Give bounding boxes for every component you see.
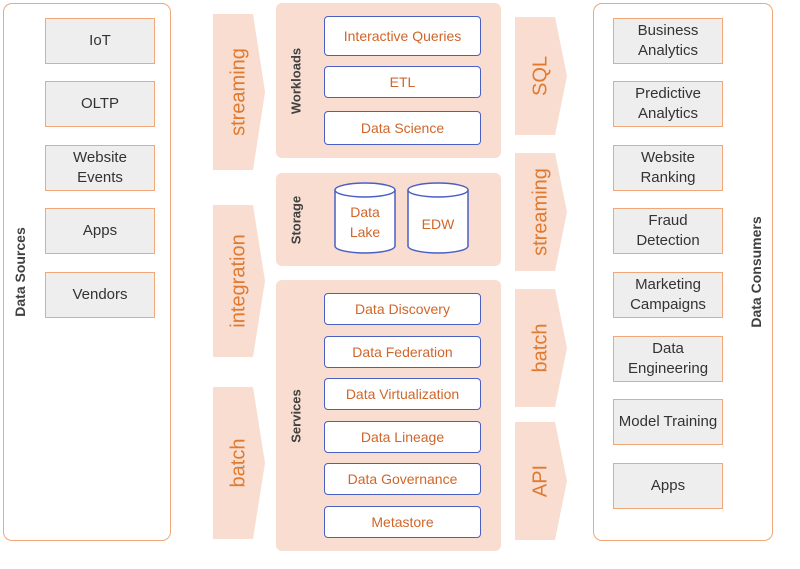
arrow-shape [515, 17, 567, 135]
storage-label: Storage [288, 195, 304, 244]
output-label-batch: batch [529, 323, 552, 373]
output-arrow-batch: batch [515, 289, 567, 407]
storage-data-lake: Data Lake [334, 182, 396, 254]
consumer-predictive-analytics: Predictive Analytics [613, 81, 723, 127]
service-data-federation: Data Federation [324, 336, 481, 368]
storage-section: Storage Data Lake EDW [276, 173, 501, 266]
service-metastore: Metastore [324, 506, 481, 538]
source-apps: Apps [45, 208, 155, 254]
ingest-arrow-batch: batch [213, 387, 265, 539]
output-label-sql: SQL [529, 55, 552, 97]
arrow-shape [515, 422, 567, 540]
data-sources-title: Data Sources [12, 227, 28, 317]
workload-data-science: Data Science [324, 111, 481, 145]
database-cylinder-icon [334, 182, 396, 254]
output-label-api: API [529, 464, 552, 498]
storage-data-lake-label: Data Lake [349, 204, 381, 240]
ingest-label-batch: batch [227, 438, 250, 488]
service-data-lineage: Data Lineage [324, 421, 481, 453]
service-data-virtualization: Data Virtualization [324, 378, 481, 410]
ingest-label-streaming: streaming [227, 48, 250, 136]
data-consumers-title: Data Consumers [748, 216, 764, 328]
source-iot: IoT [45, 18, 155, 64]
workloads-label: Workloads [288, 47, 304, 114]
arrow-shape [515, 153, 567, 271]
source-vendors: Vendors [45, 272, 155, 318]
services-label: Services [288, 388, 304, 443]
ingest-arrow-integration: integration [213, 205, 265, 357]
arrow-shape [213, 387, 265, 539]
arrow-shape [515, 289, 567, 407]
ingest-label-integration: integration [227, 234, 250, 328]
service-data-governance: Data Governance [324, 463, 481, 495]
storage-edw: EDW [407, 182, 469, 254]
output-arrow-api: API [515, 422, 567, 540]
consumer-website-ranking: Website Ranking [613, 145, 723, 191]
arrow-shape [213, 14, 265, 170]
consumer-model-training: Model Training [613, 399, 723, 445]
service-data-discovery: Data Discovery [324, 293, 481, 325]
source-oltp: OLTP [45, 81, 155, 127]
source-website-events: Website Events [45, 145, 155, 191]
workload-interactive-queries: Interactive Queries [324, 16, 481, 56]
database-cylinder-icon [407, 182, 469, 254]
consumer-data-engineering: Data Engineering [613, 336, 723, 382]
services-section: Services Data Discovery Data Federation … [276, 280, 501, 551]
workload-etl: ETL [324, 66, 481, 98]
consumer-apps: Apps [613, 463, 723, 509]
output-arrow-sql: SQL [515, 17, 567, 135]
workloads-section: Workloads Interactive Queries ETL Data S… [276, 3, 501, 158]
storage-edw-label: EDW [421, 216, 455, 232]
consumer-business-analytics: Business Analytics [613, 18, 723, 64]
output-arrow-streaming: streaming [515, 153, 567, 271]
arrow-shape [213, 205, 265, 357]
consumer-fraud-detection: Fraud Detection [613, 208, 723, 254]
ingest-arrow-streaming: streaming [213, 14, 265, 170]
output-label-streaming: streaming [529, 168, 552, 256]
consumer-marketing-campaigns: Marketing Campaigns [613, 272, 723, 318]
